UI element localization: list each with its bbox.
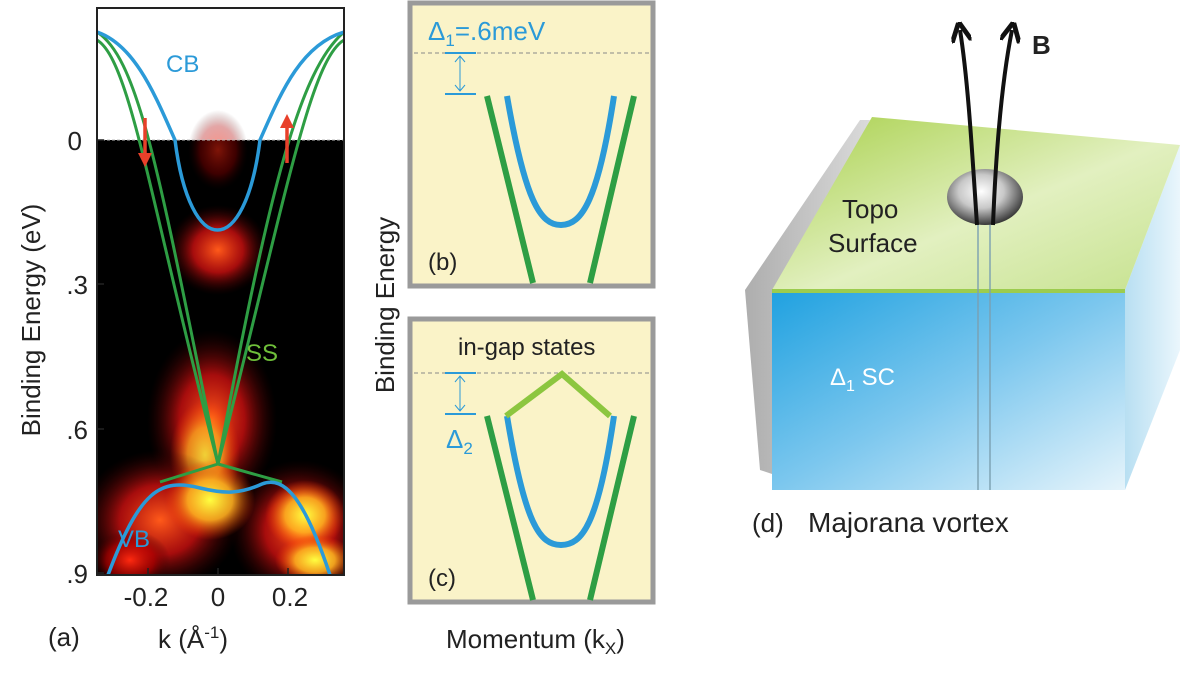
panel-c-tag: (c) bbox=[428, 565, 456, 592]
panel-b-surface-bands bbox=[484, 95, 637, 284]
ytick-0.6: .6 bbox=[66, 415, 88, 445]
magnetic-field-line-right bbox=[991, 30, 1012, 226]
vortex-core-lines bbox=[977, 200, 991, 490]
conduction-band-curve bbox=[97, 30, 344, 232]
ytick-0: 0 bbox=[68, 126, 82, 156]
delta1-value-label: Δ1=.6meV bbox=[428, 16, 546, 50]
ytick-0.3: .3 bbox=[66, 270, 88, 300]
panel-d-tag: (d) bbox=[752, 508, 784, 538]
panel-bc-ylabel: Binding Energy bbox=[370, 217, 400, 393]
panel-b-tag: (b) bbox=[428, 249, 457, 276]
xtick-0: 0 bbox=[211, 582, 225, 612]
panel-a-xlabel: k (Å-1) bbox=[158, 623, 228, 654]
arpes-intensity-map bbox=[97, 110, 344, 575]
ss-label: SS bbox=[246, 340, 278, 367]
panel-b-frame bbox=[407, 0, 656, 289]
block-side-face bbox=[1125, 145, 1180, 490]
in-gap-state-band bbox=[504, 370, 612, 419]
panel-b-bulk-band bbox=[504, 95, 617, 229]
panel-c-bulk-band bbox=[504, 415, 617, 549]
panel-d: B Topo Surface Δ1 SC (d) Majorana vortex bbox=[745, 30, 1180, 538]
panel-a-ylabel: Binding Energy (eV) bbox=[16, 204, 46, 437]
majorana-vortex-caption: Majorana vortex bbox=[808, 507, 1009, 538]
bulk-superconductor-face bbox=[772, 290, 1125, 490]
bulk-sc-label: Δ1 SC bbox=[830, 364, 895, 395]
panel-c-surface-bands bbox=[484, 415, 637, 601]
magnetic-field-line-left bbox=[960, 30, 979, 226]
magnetic-field-label: B bbox=[1032, 30, 1051, 60]
panel-a-ticks bbox=[97, 139, 289, 575]
panel-a-frame bbox=[96, 7, 345, 576]
delta2-label: Δ2 bbox=[446, 424, 473, 458]
vb-label: VB bbox=[118, 526, 150, 553]
panel-a-tag: (a) bbox=[48, 622, 80, 652]
xtick-neg0.2: -0.2 bbox=[124, 582, 169, 612]
panel-bc-xlabel: Momentum (kX) bbox=[446, 624, 625, 658]
panel-c-frame bbox=[407, 316, 656, 605]
surface-state-lower-branches bbox=[159, 462, 283, 484]
cb-label: CB bbox=[166, 51, 199, 78]
valence-band-curve bbox=[106, 480, 332, 575]
xtick-0.2: 0.2 bbox=[272, 582, 308, 612]
panel-b: Δ1=.6meV (b) bbox=[407, 0, 656, 289]
surface-label: Surface bbox=[828, 228, 918, 258]
vortex-icon bbox=[947, 169, 1023, 225]
topo-label: Topo bbox=[842, 194, 898, 224]
in-gap-states-label: in-gap states bbox=[458, 334, 595, 361]
panel-a: 0 .3 .6 .9 -0.2 0 0.2 (a) k (Å-1) Bindin… bbox=[16, 7, 345, 654]
panel-c: in-gap states Δ2 (c) bbox=[407, 316, 656, 605]
ytick-0.9: .9 bbox=[66, 559, 88, 589]
